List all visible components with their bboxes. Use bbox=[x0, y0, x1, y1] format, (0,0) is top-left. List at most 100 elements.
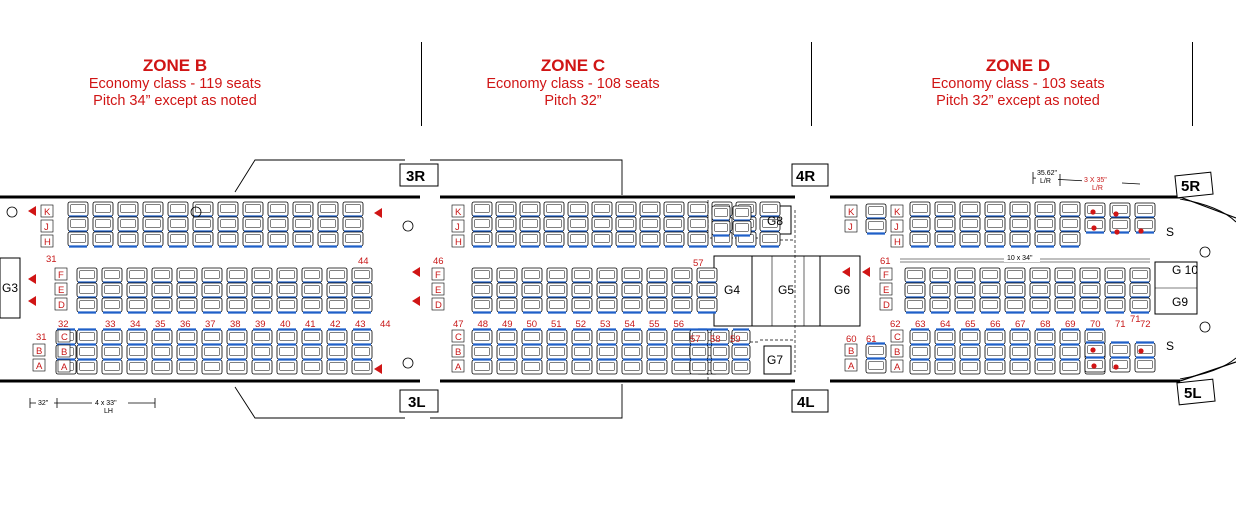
seat bbox=[521, 267, 543, 284]
seat bbox=[954, 282, 976, 299]
seat bbox=[226, 343, 248, 360]
seat bbox=[217, 201, 239, 218]
seat bbox=[342, 231, 364, 248]
seat-marker bbox=[1138, 228, 1144, 234]
seat bbox=[1109, 202, 1131, 219]
seat bbox=[471, 343, 493, 360]
seat bbox=[67, 216, 89, 233]
pitch-note-text: 35.62" bbox=[1037, 170, 1058, 177]
seat bbox=[546, 267, 568, 284]
emergency-marker bbox=[28, 274, 36, 284]
seat-letter: B bbox=[848, 346, 854, 357]
seat bbox=[1134, 341, 1156, 358]
seat-letter-box bbox=[32, 343, 46, 357]
zone-pitch: Pitch 32” bbox=[544, 93, 602, 109]
seat-letter: K bbox=[455, 207, 462, 218]
seat-letter-box bbox=[40, 234, 54, 248]
seat-marker bbox=[1091, 225, 1097, 231]
seat bbox=[904, 297, 926, 314]
row-number: 47 bbox=[453, 319, 464, 330]
seat bbox=[571, 267, 593, 284]
seat bbox=[671, 267, 693, 284]
galley-g8: G8 bbox=[767, 214, 783, 228]
seat bbox=[546, 297, 568, 314]
seat bbox=[92, 201, 114, 218]
seat bbox=[251, 358, 273, 375]
seat bbox=[192, 216, 214, 233]
seat bbox=[267, 216, 289, 233]
galley-g5: G5 bbox=[778, 283, 794, 297]
seat bbox=[326, 328, 348, 345]
seat bbox=[1109, 217, 1131, 234]
seat bbox=[167, 201, 189, 218]
row-number: 61 bbox=[866, 334, 877, 345]
seat bbox=[76, 282, 98, 299]
seat bbox=[596, 328, 618, 345]
seat-letter-box bbox=[431, 297, 445, 311]
seat-letter: A bbox=[894, 362, 901, 373]
seat bbox=[591, 231, 613, 248]
seat bbox=[567, 201, 589, 218]
row-number: 71 bbox=[1115, 319, 1126, 330]
seat bbox=[471, 231, 493, 248]
seat bbox=[639, 231, 661, 248]
seat bbox=[301, 343, 323, 360]
seat bbox=[301, 328, 323, 345]
seat bbox=[1104, 267, 1126, 284]
seat-letter-box bbox=[879, 267, 893, 281]
seat bbox=[909, 201, 931, 218]
lavatory-icon bbox=[190, 206, 202, 218]
seat bbox=[909, 231, 931, 248]
seat bbox=[351, 328, 373, 345]
seat bbox=[142, 231, 164, 248]
seat bbox=[276, 358, 298, 375]
seat bbox=[596, 358, 618, 375]
seat bbox=[495, 231, 517, 248]
seat bbox=[929, 297, 951, 314]
zone-class: Economy class - 108 seats bbox=[486, 76, 660, 92]
seat bbox=[242, 201, 264, 218]
seat-letter-box bbox=[844, 358, 858, 372]
seat bbox=[167, 216, 189, 233]
row-number: 50 bbox=[527, 319, 538, 330]
seat-letter: A bbox=[848, 361, 855, 372]
seat bbox=[687, 201, 709, 218]
seat bbox=[1084, 328, 1106, 345]
seat-letter: F bbox=[883, 270, 889, 281]
seat bbox=[909, 343, 931, 360]
seat bbox=[663, 231, 685, 248]
seat bbox=[226, 282, 248, 299]
seat bbox=[176, 282, 198, 299]
seat bbox=[1034, 201, 1056, 218]
seat-letter: H bbox=[455, 237, 462, 248]
seat bbox=[92, 216, 114, 233]
seat bbox=[76, 358, 98, 375]
seat-letter: B bbox=[36, 346, 42, 357]
seat bbox=[276, 267, 298, 284]
row-number: 63 bbox=[915, 319, 926, 330]
seat bbox=[201, 267, 223, 284]
row-number: 56 bbox=[674, 319, 685, 330]
seat bbox=[1134, 202, 1156, 219]
door-label: 4L bbox=[797, 394, 815, 411]
seat-letter: B bbox=[61, 347, 67, 358]
seat bbox=[142, 201, 164, 218]
seat-letter-box bbox=[890, 359, 904, 373]
row-number: 42 bbox=[330, 319, 341, 330]
seat bbox=[1029, 282, 1051, 299]
seat bbox=[689, 358, 709, 375]
seat bbox=[317, 231, 339, 248]
seat bbox=[326, 297, 348, 314]
seat bbox=[929, 267, 951, 284]
seat-letter-box bbox=[54, 297, 68, 311]
seat bbox=[471, 201, 493, 218]
row-number: 60 bbox=[846, 334, 857, 345]
seat-letter-box bbox=[431, 282, 445, 296]
seat bbox=[167, 231, 189, 248]
row-number: 72 bbox=[1140, 319, 1151, 330]
seat bbox=[689, 328, 709, 345]
seat bbox=[217, 216, 239, 233]
seat bbox=[496, 343, 518, 360]
seat bbox=[471, 282, 493, 299]
seat bbox=[126, 343, 148, 360]
